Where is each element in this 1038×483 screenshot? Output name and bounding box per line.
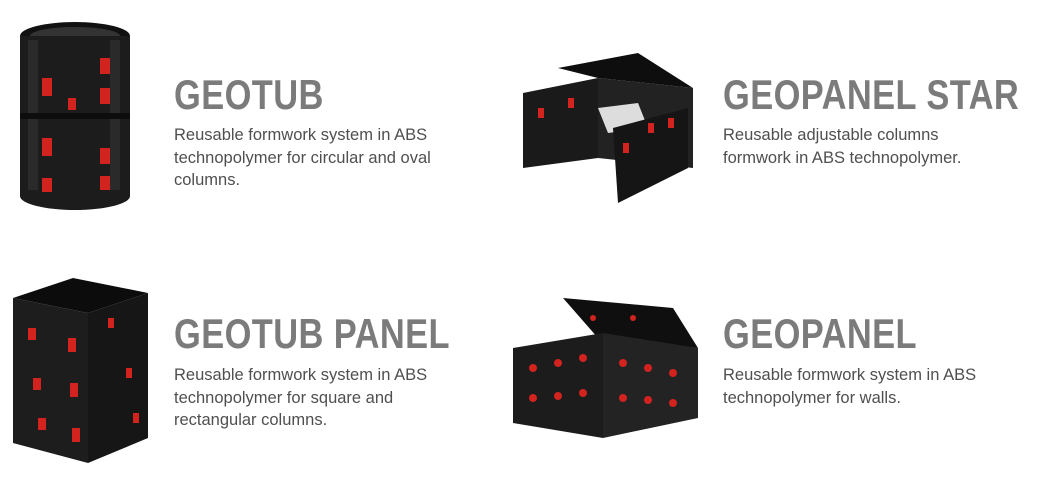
product-title: GEOTUB PANEL — [174, 310, 450, 357]
description-line: rectangular columns. — [174, 411, 328, 429]
description-line: technopolymer for square and — [174, 388, 394, 407]
description-line: Reusable formwork system in ABS — [723, 366, 977, 384]
product-description: Reusable formwork system in ABS technopo… — [174, 364, 427, 432]
product-title: GEOTUB — [174, 71, 324, 118]
product-title: GEOPANEL — [723, 310, 918, 357]
product-description: Reusable formwork system in ABS technopo… — [174, 124, 431, 192]
round-column-formwork-image — [20, 22, 130, 210]
square-column-formwork-image — [13, 278, 148, 463]
description-line: Reusable formwork system in ABS — [174, 126, 428, 144]
product-description: Reusable formwork system in ABS technopo… — [723, 364, 976, 409]
description-line: Reusable formwork system in ABS — [174, 366, 428, 384]
description-line: technopolymer for circular and oval — [174, 148, 431, 167]
description-line: columns. — [174, 171, 241, 189]
product-description: Reusable adjustable columns formwork in … — [723, 124, 961, 169]
description-line: technopolymer for walls. — [723, 388, 901, 407]
description-line: formwork in ABS technopolymer. — [723, 148, 962, 167]
wall-formwork-image — [513, 298, 698, 438]
description-line: Reusable adjustable columns — [723, 126, 939, 144]
product-title: GEOPANEL STAR — [723, 71, 1020, 118]
adjustable-column-formwork-image — [523, 53, 693, 203]
